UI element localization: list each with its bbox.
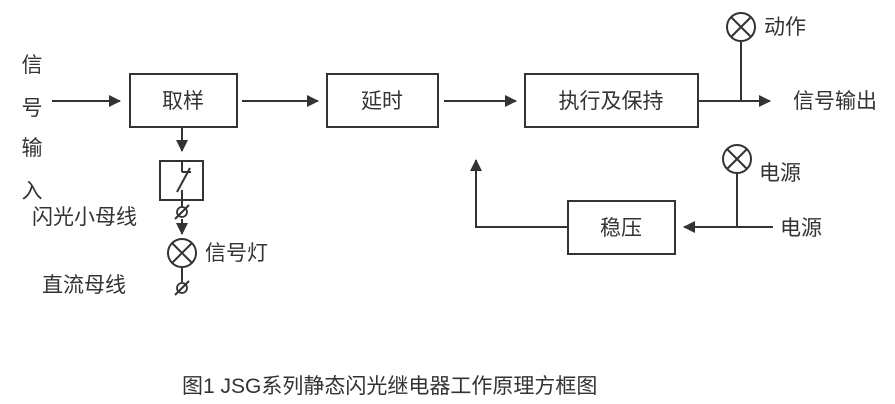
regulator-label: 稳压 — [600, 217, 642, 240]
power-source-label: 电源 — [780, 217, 822, 240]
delay-block: 延时 — [326, 73, 439, 128]
execute-hold-block: 执行及保持 — [524, 73, 699, 128]
signal-output-label: 信号输出 — [793, 90, 877, 113]
dc-bus-terminal-icon — [174, 280, 190, 296]
action-lamp-label: 动作 — [764, 16, 806, 39]
signal-lamp-cross-2 — [171, 242, 193, 264]
terminal-slash-1 — [174, 204, 190, 220]
signal-input-label: 信 号 输 入 — [22, 54, 43, 203]
signal-lamp-icon — [167, 238, 197, 268]
signal-input-char-2: 号 — [22, 97, 43, 120]
dc-bus-label: 直流母线 — [42, 274, 126, 297]
signal-input-char-3: 输 — [22, 137, 43, 160]
execute-hold-box — [524, 73, 699, 128]
sampling-label: 取样 — [162, 90, 204, 113]
flash-bus-label: 闪光小母线 — [32, 206, 137, 229]
power-lamp-icon — [722, 144, 752, 174]
action-lamp-cross-2 — [730, 16, 752, 38]
delay-label: 延时 — [361, 90, 403, 113]
sampling-box — [129, 73, 238, 128]
power-lamp-cross-2 — [726, 148, 748, 170]
action-lamp-icon — [726, 12, 756, 42]
signal-input-char-1: 信 — [22, 54, 43, 77]
execute-hold-label: 执行及保持 — [559, 90, 664, 113]
power-lamp-label: 电源 — [759, 162, 801, 185]
signal-input-char-4: 入 — [22, 180, 43, 203]
regulator-block: 稳压 — [567, 200, 676, 255]
contact-blade — [176, 167, 191, 193]
flash-bus-terminal-icon — [174, 204, 190, 220]
contact-switch-symbol — [159, 160, 204, 207]
sampling-block: 取样 — [129, 73, 238, 128]
figure-caption: 图1 JSG系列静态闪光继电器工作原理方框图 — [182, 375, 597, 398]
regulator-feedback-arrow — [470, 159, 568, 228]
signal-lamp-label: 信号灯 — [205, 242, 268, 265]
terminal-slash-2 — [174, 280, 190, 296]
delay-box — [326, 73, 439, 128]
